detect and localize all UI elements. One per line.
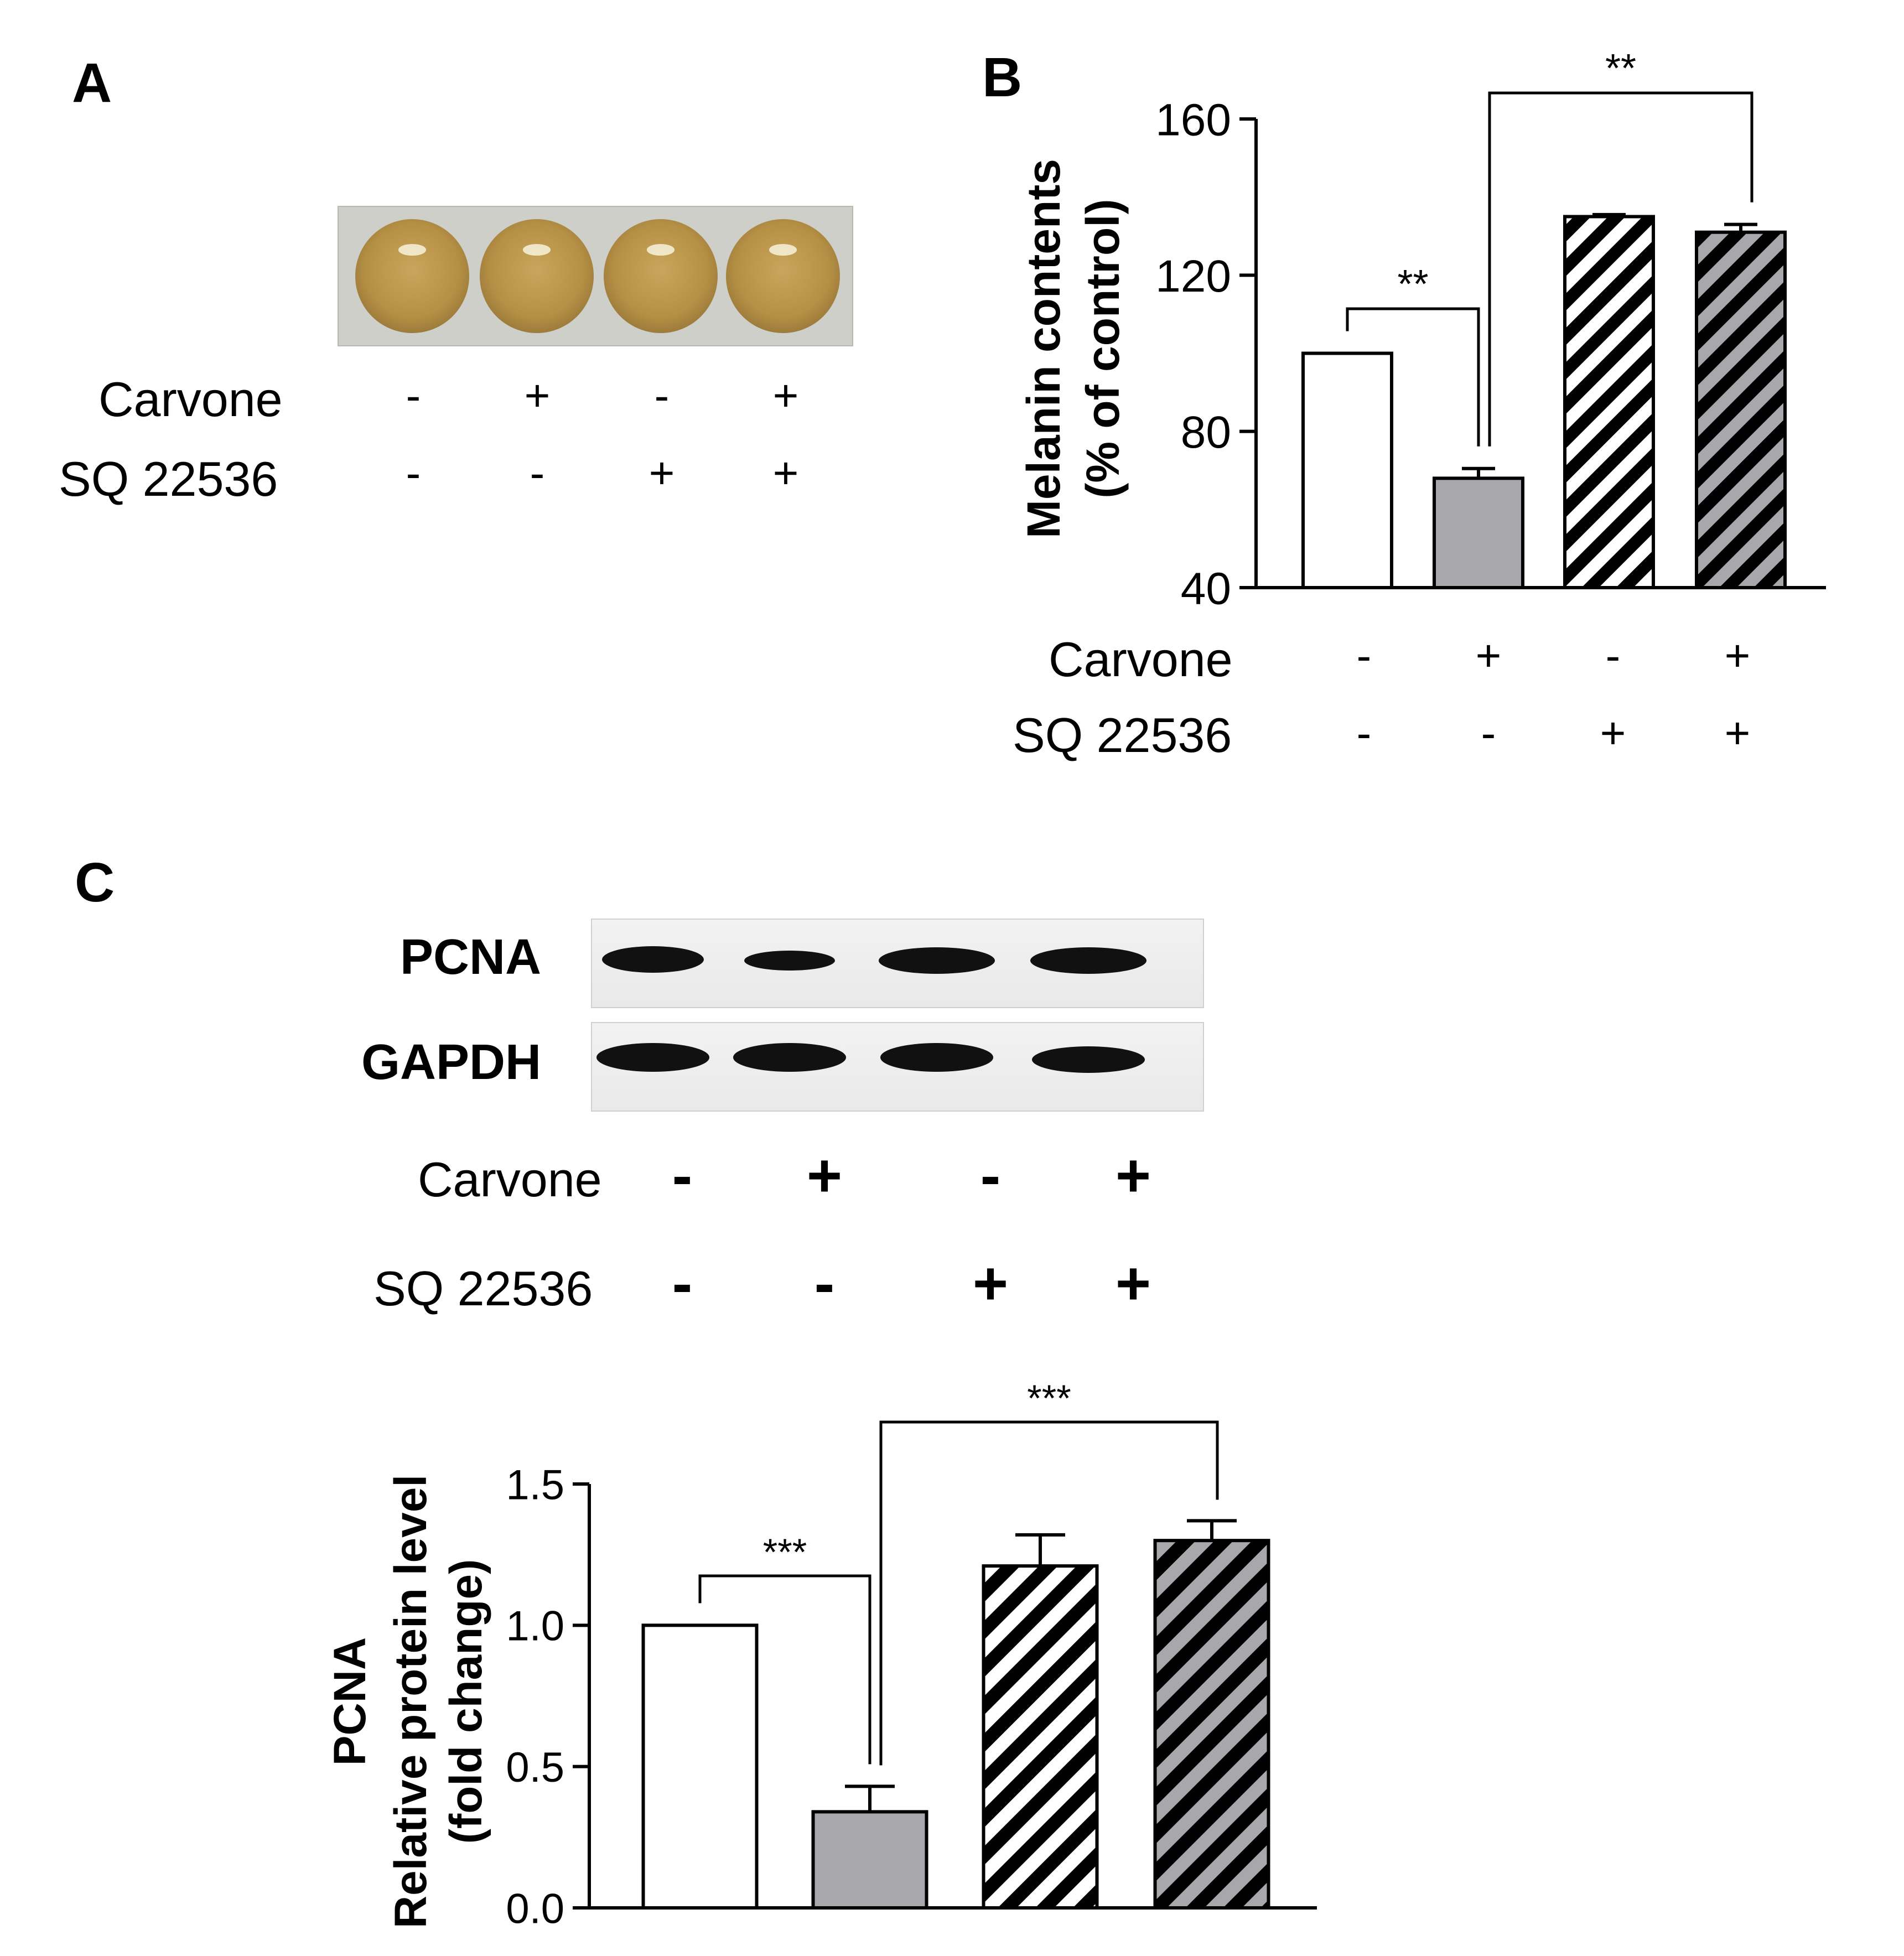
panel-b-sq-sign-1: -: [1356, 708, 1372, 758]
well-3: [604, 219, 718, 333]
well-4: [726, 219, 840, 333]
panel-a-sq-label: SQ 22536: [59, 452, 278, 506]
panel-c-carvone-sign-1: -: [672, 1142, 693, 1210]
c-y-tick-label-0: 0.0: [506, 1885, 564, 1932]
c-y-tick-label-1: 0.5: [506, 1744, 564, 1791]
well-1: [355, 219, 469, 333]
panel-a-sq-sign-3: +: [648, 448, 675, 497]
panel-a-carvone-sign-4: +: [772, 371, 799, 420]
c-significance-bracket-1: [698, 1574, 871, 1765]
pcna-band-4: [1030, 947, 1146, 974]
c-y-axis-label-2: Relative protein level: [386, 1475, 436, 1928]
pcna-band-3: [879, 947, 995, 974]
c-y-axis-label-1: PCNA: [325, 1637, 375, 1766]
panel-c-carvone-sign-4: +: [1115, 1142, 1151, 1210]
gapdh-band-1: [596, 1043, 709, 1072]
panel-a-carvone-label: Carvone: [98, 372, 283, 427]
c-bar-2: [811, 1810, 928, 1910]
well-2: [480, 219, 594, 333]
pcna-band-1: [602, 946, 704, 973]
c-bar-1: [641, 1623, 759, 1910]
panel-b-carvone-label: Carvone: [1049, 632, 1233, 687]
b-y-tick-label-0: 40: [1181, 564, 1231, 614]
c-bar-4: [1153, 1539, 1270, 1910]
b-bar-3: [1563, 215, 1655, 590]
b-bar-4: [1695, 230, 1787, 590]
panel-a-sq-sign-1: -: [406, 448, 421, 497]
b-y-axis-label-2: (% of control): [1077, 199, 1129, 498]
panel-b-carvone-sign-2: +: [1475, 631, 1502, 680]
c-significance-bracket-2: [879, 1420, 1219, 1766]
b-significance-label-1: **: [1397, 262, 1428, 307]
panel-a-carvone-sign-2: +: [524, 371, 551, 420]
panel-b-sq-sign-2: -: [1481, 708, 1496, 758]
panel-c-sq-sign-2: -: [814, 1249, 835, 1317]
panel-c-carvone-sign-3: -: [980, 1142, 1001, 1210]
b-y-tick-label-3: 160: [1155, 95, 1231, 146]
well-plate-image: [338, 206, 853, 346]
panel-b-letter: B: [982, 46, 1023, 108]
panel-b-sq-sign-3: +: [1600, 708, 1626, 758]
b-y-tick-label-2: 120: [1155, 251, 1231, 302]
panel-c-sq-sign-3: +: [972, 1249, 1009, 1317]
gapdh-band-2: [733, 1043, 846, 1072]
b-significance-bracket-1: [1346, 307, 1480, 447]
pcna-bands: [602, 946, 1146, 974]
panel-b-carvone-sign-1: -: [1356, 631, 1372, 680]
panel-c-letter: C: [75, 852, 115, 914]
c-significance-label-2: ***: [1027, 1377, 1071, 1419]
panel-c-carvone-label: Carvone: [418, 1152, 602, 1207]
b-significance-bracket-2: [1488, 91, 1753, 447]
panel-b-carvone-sign-4: +: [1724, 631, 1751, 680]
b-bar-1: [1301, 351, 1393, 589]
b-significance-label-2: **: [1605, 46, 1636, 91]
gapdh-blot-strip: [591, 1022, 1204, 1112]
gapdh-band-4: [1032, 1046, 1145, 1073]
c-y-tick-label-3: 1.5: [506, 1461, 564, 1508]
blot-label-gapdh: GAPDH: [361, 1035, 541, 1090]
c-y-tick-label-2: 1.0: [506, 1603, 564, 1650]
panel-c-carvone-sign-2: +: [806, 1142, 843, 1210]
b-y-tick-label-1: 80: [1181, 407, 1231, 458]
panel-a-carvone-sign-3: -: [654, 371, 670, 420]
c-y-axis-label-3: (fold change): [441, 1559, 491, 1844]
panel-c-sq-sign-1: -: [672, 1249, 693, 1317]
panel-a-sq-sign-4: +: [772, 448, 799, 497]
blot-label-pcna: PCNA: [400, 930, 541, 985]
c-significance-label-1: ***: [763, 1531, 807, 1573]
panel-a-sq-sign-2: -: [530, 448, 545, 497]
pcna-blot-strip: [591, 919, 1204, 1008]
panel-b-sq-sign-4: +: [1724, 708, 1751, 758]
panel-a-letter: A: [72, 52, 112, 114]
b-bar-2: [1433, 476, 1524, 589]
panel-b-sq-label: SQ 22536: [1013, 708, 1232, 762]
gapdh-band-3: [880, 1043, 993, 1072]
panel-a-carvone-sign-1: -: [406, 371, 421, 420]
pcna-band-2: [744, 951, 835, 971]
panel-c-sq-label: SQ 22536: [373, 1261, 593, 1316]
gapdh-bands: [596, 1043, 1145, 1073]
panel-c-sq-sign-4: +: [1115, 1249, 1151, 1317]
panel-b-carvone-sign-3: -: [1605, 631, 1621, 680]
c-bar-3: [982, 1564, 1099, 1910]
b-y-axis-label-1: Melanin contents: [1018, 159, 1070, 538]
